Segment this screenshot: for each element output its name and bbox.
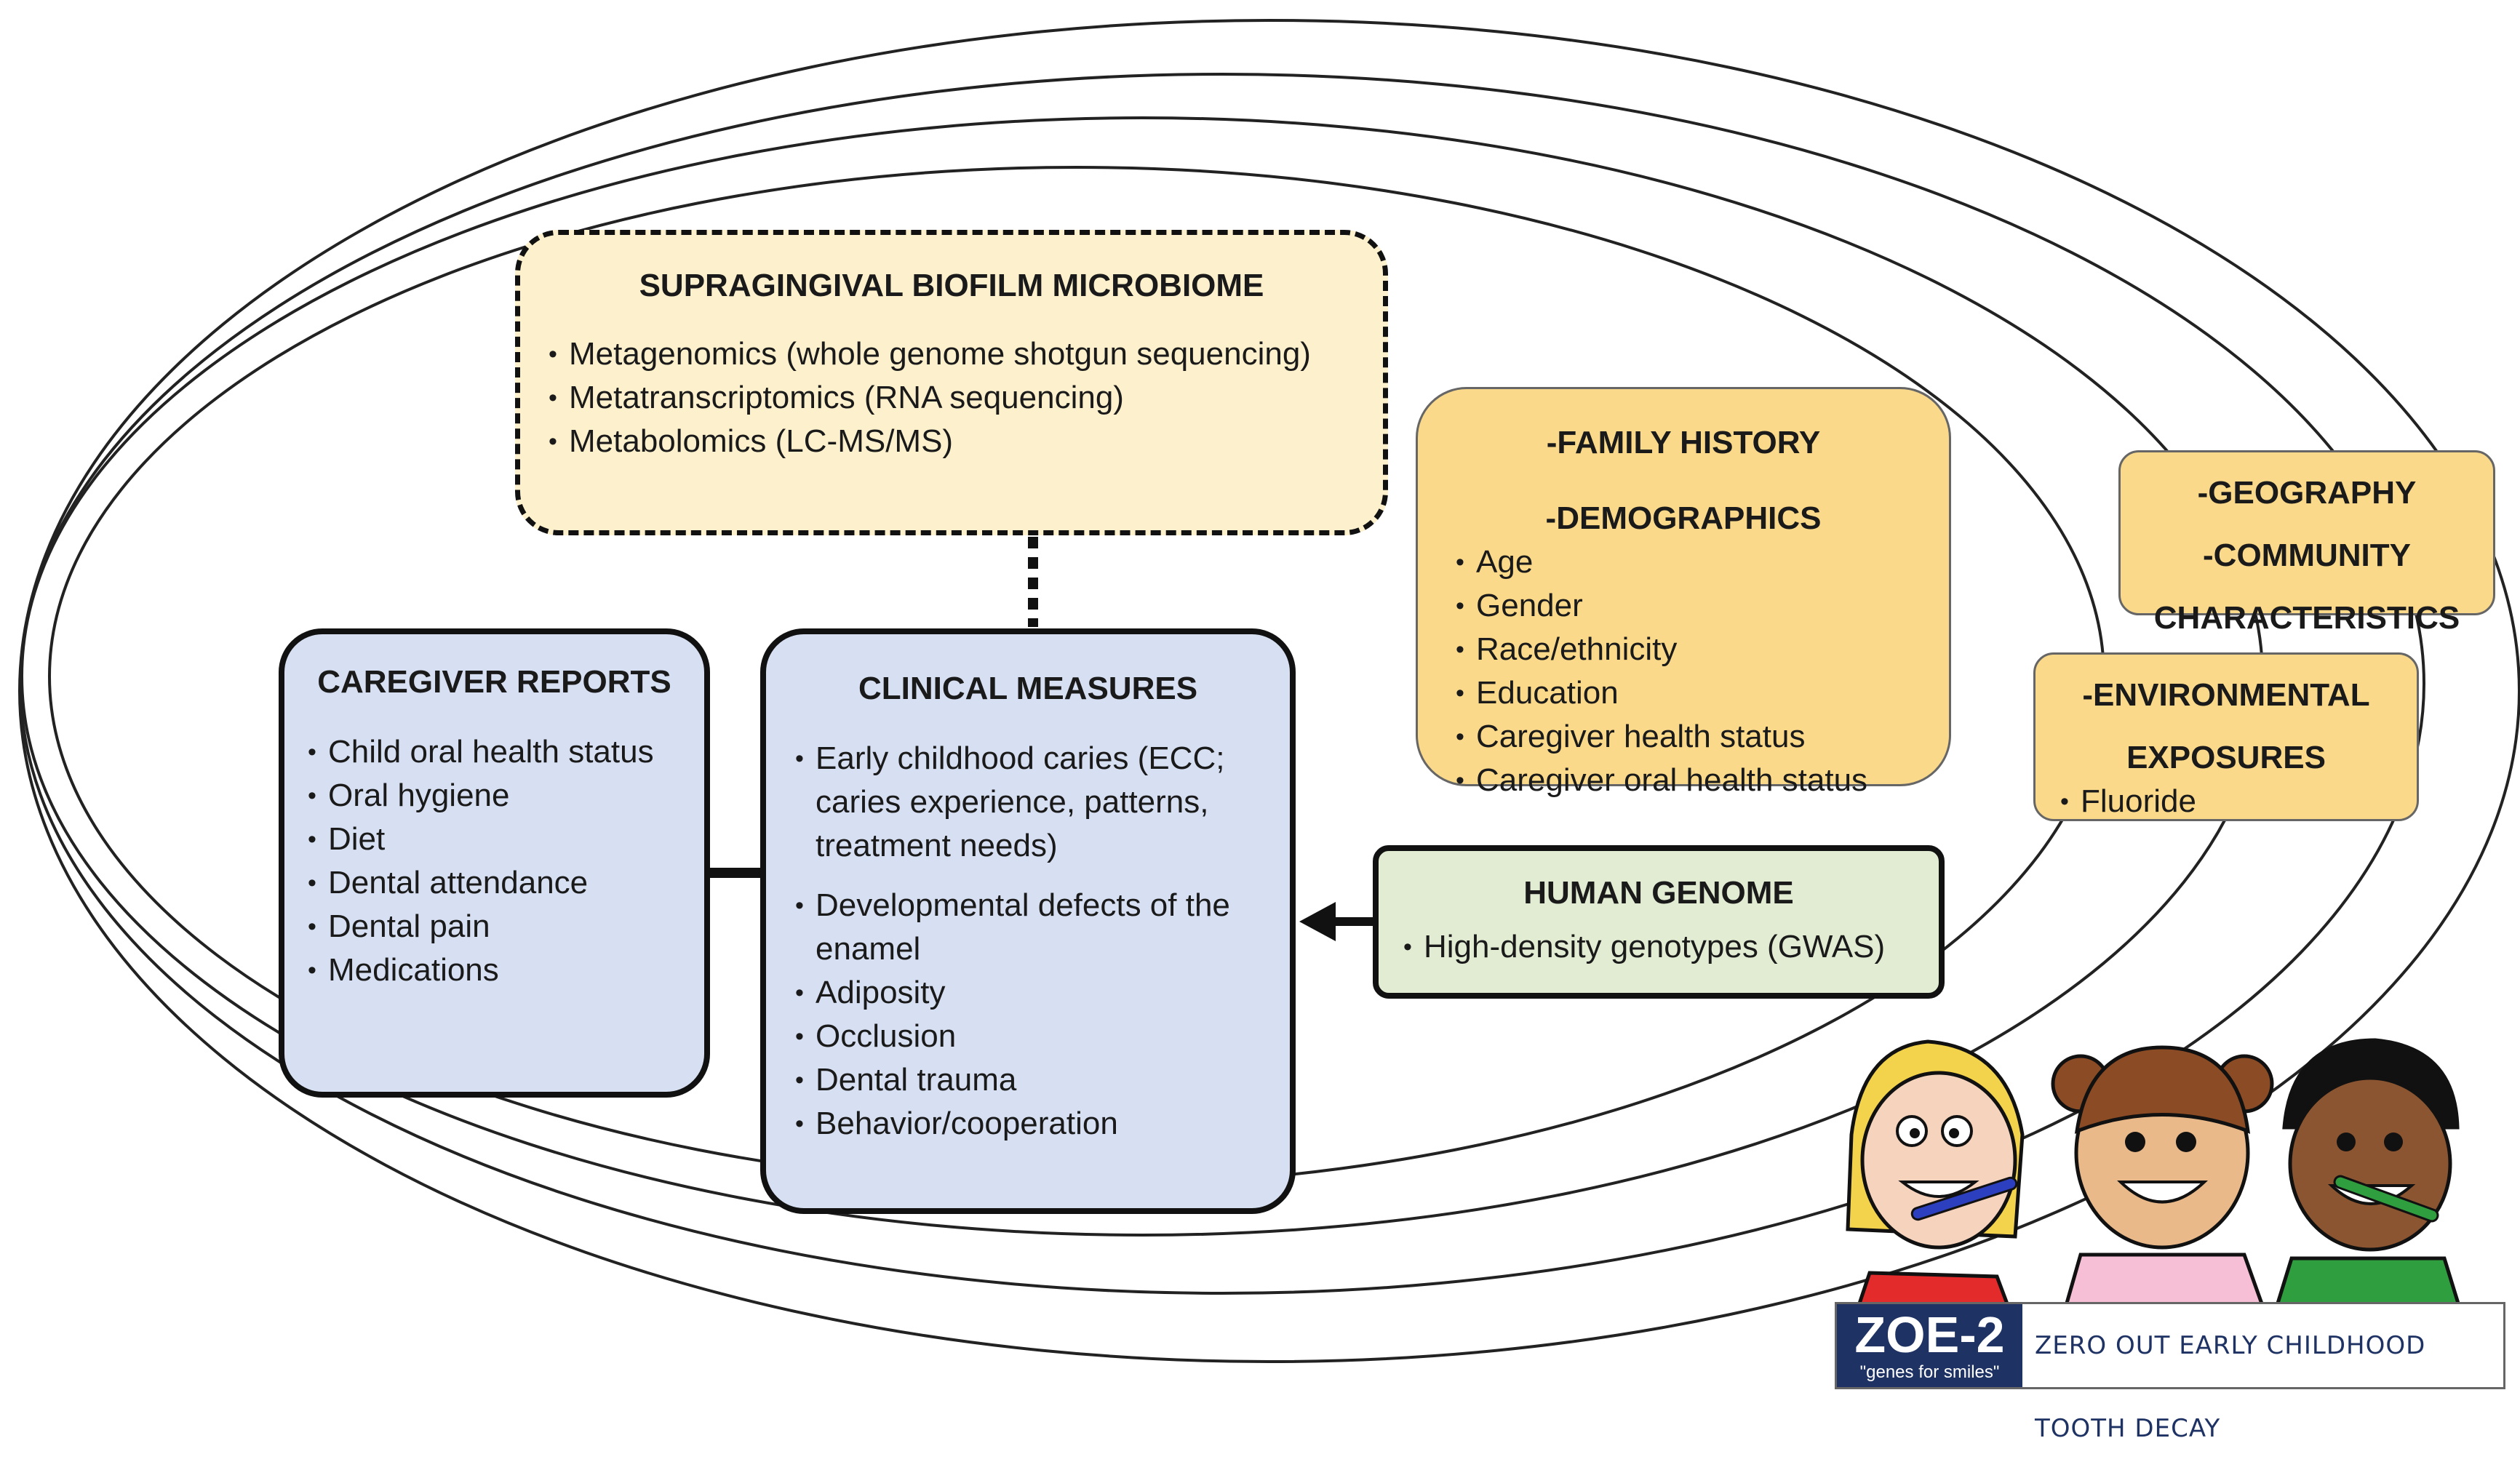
family-title-line2: -DEMOGRAPHICS xyxy=(1545,500,1822,536)
logo-full-text: ZERO OUT EARLY CHILDHOOD TOOTH DECAY xyxy=(2035,1331,2426,1443)
list-item: Education xyxy=(1453,671,1949,715)
logo-tagline: "genes for smiles" xyxy=(1859,1362,2000,1382)
girl-brunette xyxy=(2051,1045,2274,1308)
list-item: Race/ethnicity xyxy=(1453,628,1949,671)
list-item: Developmental defects of the enamel xyxy=(792,884,1290,971)
zoe2-logo-block: ZOE-2 "genes for smiles" xyxy=(1837,1304,2022,1387)
list-item: Dental trauma xyxy=(792,1058,1290,1102)
list-item: Oral hygiene xyxy=(305,774,704,818)
list-item: Age xyxy=(1453,540,1949,584)
list-item: Fluoride xyxy=(2057,780,2417,823)
list-item: Child oral health status xyxy=(305,730,704,774)
genome-list: High-density genotypes (GWAS) xyxy=(1400,925,1939,969)
boy-dark-hair xyxy=(2274,1038,2462,1308)
human-genome-box: HUMAN GENOME High-density genotypes (GWA… xyxy=(1373,845,1945,999)
girl-blonde xyxy=(1846,1039,2025,1308)
list-item: Adiposity xyxy=(792,971,1290,1015)
genome-title: HUMAN GENOME xyxy=(1523,875,1794,911)
caregiver-list: Child oral health status Oral hygiene Di… xyxy=(305,730,704,992)
environment-list: Fluoride xyxy=(2057,780,2417,823)
genome-arrow-head xyxy=(1299,902,1336,941)
clinical-measures-box: CLINICAL MEASURES Early childhood caries… xyxy=(760,628,1296,1214)
geography-line1: -GEOGRAPHY xyxy=(2197,475,2417,511)
list-item: Early childhood caries (ECC; caries expe… xyxy=(792,737,1290,868)
list-item: Dental attendance xyxy=(305,861,704,905)
list-item: Metagenomics (whole genome shotgun seque… xyxy=(546,332,1383,376)
environmental-exposures-box: -ENVIRONMENTAL EXPOSURES Fluoride xyxy=(2033,652,2419,823)
caregiver-reports-box: CAREGIVER REPORTS Child oral health stat… xyxy=(279,628,710,1098)
microbiome-list: Metagenomics (whole genome shotgun seque… xyxy=(546,332,1383,463)
zoe2-logo-banner: ZOE-2 "genes for smiles" ZERO OUT EARLY … xyxy=(1835,1302,2505,1443)
family-demographics-box: -FAMILY HISTORY -DEMOGRAPHICS Age Gender… xyxy=(1416,387,1951,802)
list-item: Occlusion xyxy=(792,1015,1290,1058)
list-item: Metabolomics (LC-MS/MS) xyxy=(546,420,1383,463)
context-ellipse-middle xyxy=(19,73,2425,1295)
microbiome-box: SUPRAGINGIVAL BIOFILM MICROBIOME Metagen… xyxy=(515,230,1388,535)
family-list: Age Gender Race/ethnicity Education Care… xyxy=(1453,540,1949,802)
environment-line1: -ENVIRONMENTAL xyxy=(2082,677,2370,713)
microbiome-title: SUPRAGINGIVAL BIOFILM MICROBIOME xyxy=(639,268,1264,303)
list-item: Diet xyxy=(305,818,704,861)
children-illustration xyxy=(1846,1038,2462,1308)
environment-line2: EXPOSURES xyxy=(2126,740,2326,775)
clinical-list: Early childhood caries (ECC; caries expe… xyxy=(792,737,1290,1146)
list-item: Caregiver oral health status xyxy=(1453,759,1949,802)
geography-line3: CHARACTERISTICS xyxy=(2153,600,2460,636)
caregiver-title: CAREGIVER REPORTS xyxy=(317,664,671,700)
family-title-line1: -FAMILY HISTORY xyxy=(1546,425,1821,460)
list-item: High-density genotypes (GWAS) xyxy=(1400,925,1939,969)
list-item: Caregiver health status xyxy=(1453,715,1949,759)
list-item: Medications xyxy=(305,948,704,992)
logo-name: ZOE-2 xyxy=(1854,1306,2005,1363)
list-item: Gender xyxy=(1453,584,1949,628)
list-item: Behavior/cooperation xyxy=(792,1102,1290,1146)
geography-community-box: -GEOGRAPHY -COMMUNITY CHARACTERISTICS xyxy=(2118,450,2495,636)
list-item: Metatranscriptomics (RNA sequencing) xyxy=(546,376,1383,420)
list-item: Dental pain xyxy=(305,905,704,948)
geography-line2: -COMMUNITY xyxy=(2203,538,2411,573)
clinical-title: CLINICAL MEASURES xyxy=(858,671,1198,706)
